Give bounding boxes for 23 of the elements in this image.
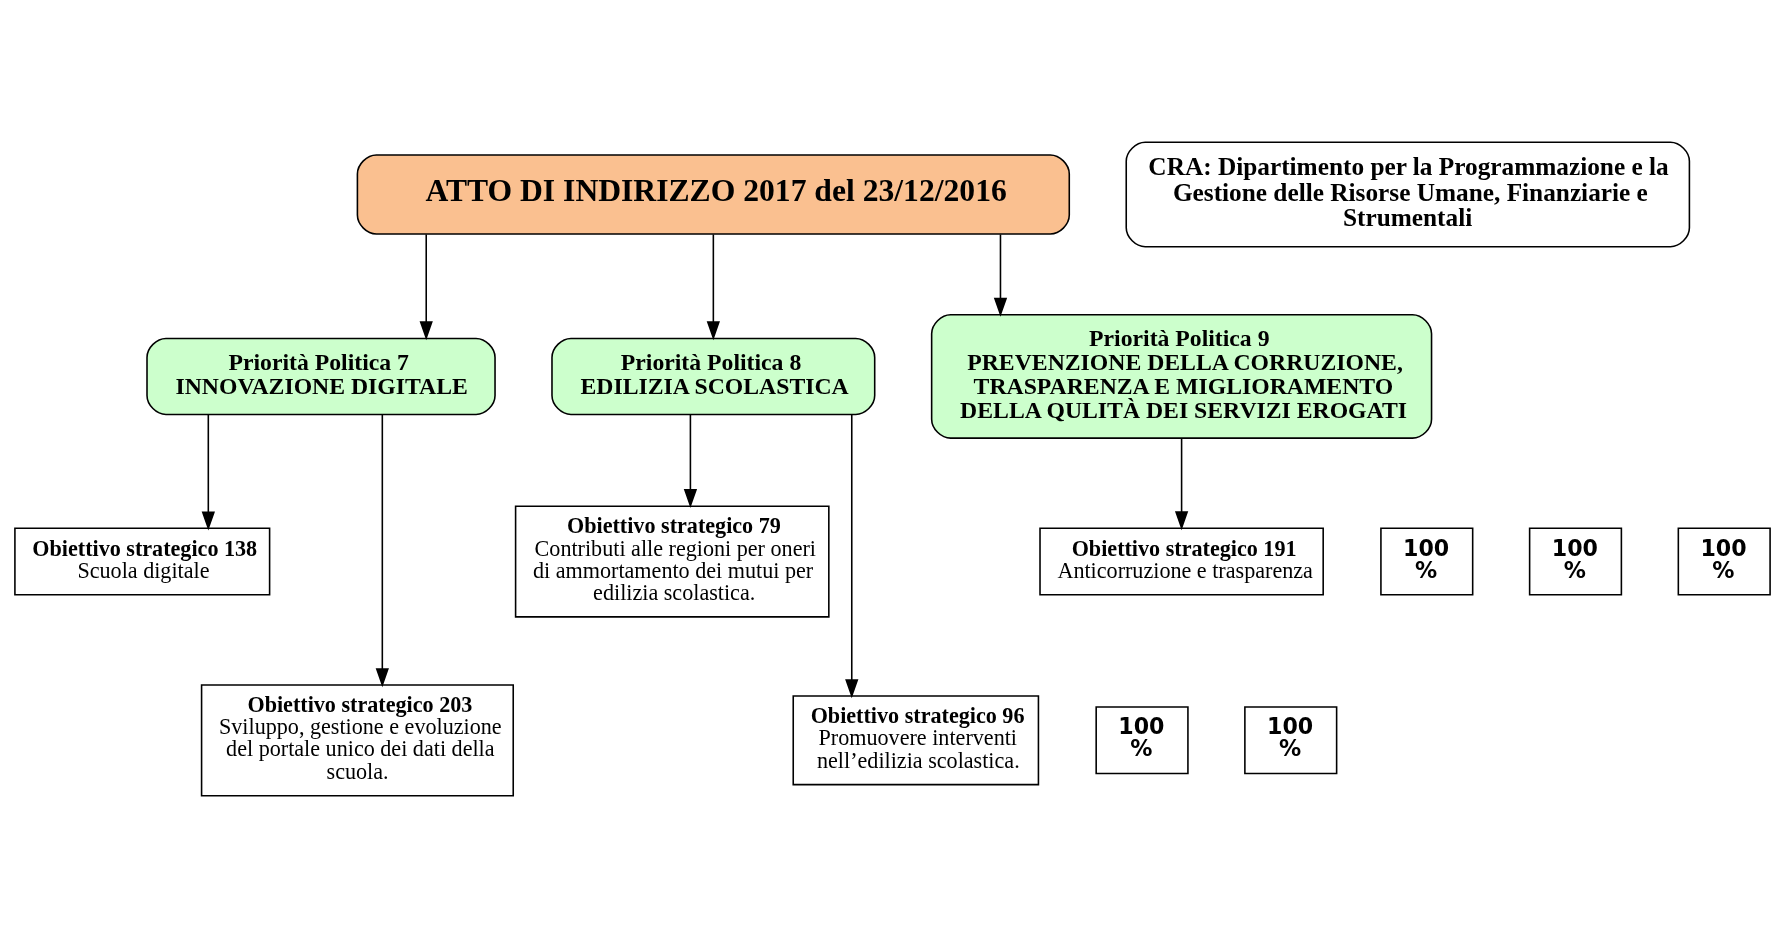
arrow	[419, 233, 433, 341]
node-box: 100 %	[1244, 706, 1338, 775]
node-box: 100 %	[1677, 527, 1771, 596]
node-box: Obiettivo strategico 79 Contributi alle regioni per oneri di ammortamento dei mutui per edilizia scolastica.	[514, 505, 830, 618]
arrow	[375, 413, 389, 688]
node-box: Obiettivo strategico 96 Promuovere interventi nell’edilizia scolastica.	[792, 695, 1040, 786]
arrow	[1174, 437, 1189, 531]
node-box: Obiettivo strategico 203 Sviluppo, gestione e evoluzione del portale unico dei dati della scuola.	[200, 684, 514, 797]
arrow	[706, 233, 720, 341]
node-box: 100 %	[1380, 527, 1474, 596]
arrow	[683, 414, 698, 509]
arrow	[845, 413, 859, 699]
node-box: Priorità Politica 8 EDILIZIA SCOLASTICA	[551, 337, 876, 416]
node-box: Priorità Politica 9 PREVENZIONE DELLA CORRUZIONE, TRASPARENZA E MIGLIORAMENTO DELLA QULITÀ DEI SERVIZI EROGATI	[930, 313, 1433, 439]
node-box: 100 %	[1095, 706, 1189, 775]
node-box: 100 %	[1528, 527, 1623, 596]
node-box: ATTO DI INDIRIZZO 2017 del 23/12/2016	[356, 154, 1071, 235]
node-box: Obiettivo strategico 138 Scuola digitale	[14, 527, 271, 596]
arrow	[993, 233, 1008, 317]
node-box: Priorità Politica 7 INNOVAZIONE DIGITALE	[146, 337, 496, 416]
node-box: Obiettivo strategico 191 Anticorruzione e trasparenza	[1039, 527, 1324, 596]
node-box: CRA: Dipartimento per la Programmazione e la Gestione delle Risorse Umane, Finanziarie e Strumentali	[1125, 141, 1691, 248]
arrow	[201, 414, 215, 531]
